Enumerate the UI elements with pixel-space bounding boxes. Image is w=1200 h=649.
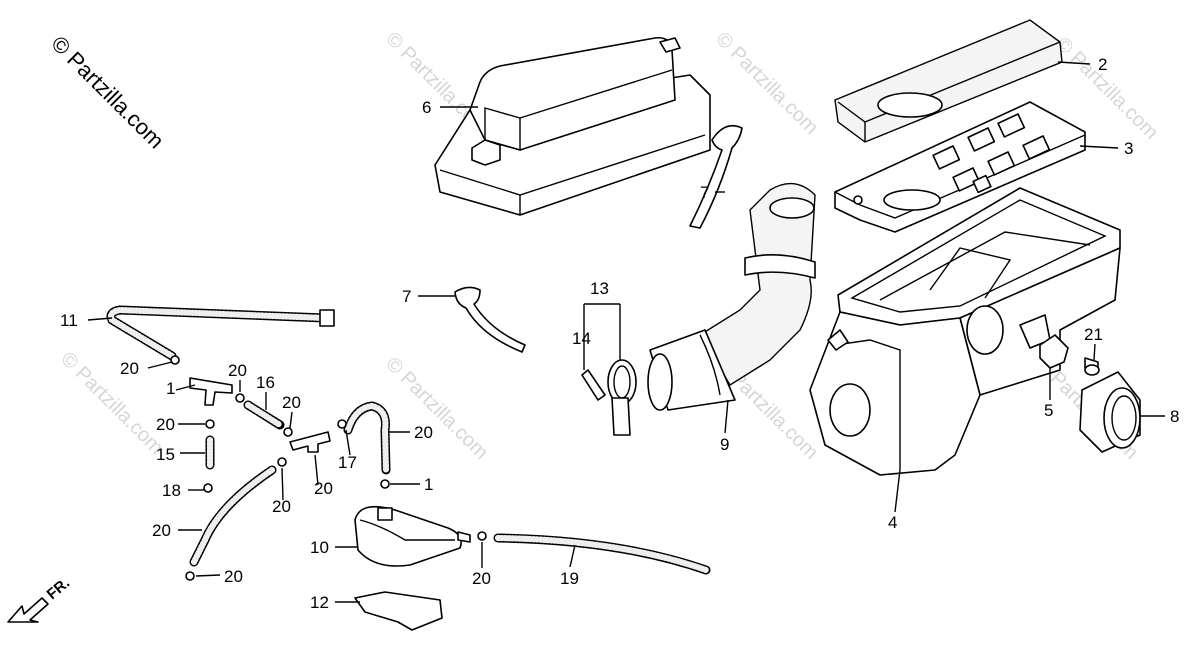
callout-4: 4 — [888, 513, 897, 532]
callout-12: 12 — [310, 593, 329, 612]
watermark: © Partzilla.com — [381, 353, 492, 464]
part-20-clips — [170, 355, 487, 581]
part-13-clamp — [607, 359, 637, 436]
part-7-band-upper — [689, 124, 743, 229]
direction-label: FR. — [44, 575, 73, 604]
callout-19: 19 — [560, 569, 579, 588]
part-7-band-lower — [454, 286, 526, 353]
part-1-three-way-joint-lower — [289, 431, 331, 453]
callout-1-upper: 1 — [166, 379, 175, 398]
front-direction-arrow: FR. — [7, 575, 73, 623]
callout-1-lower: 20 — [314, 479, 333, 498]
callout-9: 9 — [720, 435, 729, 454]
callout-20: 20 — [224, 567, 243, 586]
callout-2: 2 — [1098, 55, 1107, 74]
callout-16: 16 — [256, 373, 275, 392]
callout-5: 5 — [1044, 401, 1053, 420]
callout-20: 20 — [156, 415, 175, 434]
callout-20: 20 — [472, 569, 491, 588]
callout-20: 20 — [282, 393, 301, 412]
callout-20: 20 — [272, 497, 291, 516]
callout-8: 8 — [1170, 407, 1179, 426]
part-9-connecting-tube — [647, 182, 816, 411]
callout-17: 20 — [414, 423, 433, 442]
copyright-label: © Partzilla.com — [46, 31, 169, 154]
part-2-filter-element — [834, 19, 1063, 143]
callout-labels: 2 3 6 7 7 13 14 9 11 20 1 20 16 20 20 15… — [60, 55, 1179, 612]
part-18-tube — [189, 465, 277, 567]
part-11-tube — [106, 305, 335, 361]
callout-14: 14 — [572, 329, 591, 348]
part-21-screw — [1084, 357, 1100, 376]
part-3-gasket — [834, 101, 1086, 233]
callout-6: 6 — [422, 98, 431, 117]
callout-20: 20 — [228, 361, 247, 380]
part-14-bolt — [581, 369, 606, 401]
part-6-cover — [434, 36, 711, 216]
watermark: © Partzilla.com — [711, 28, 822, 139]
part-8-joint — [1079, 371, 1141, 453]
watermark: © Partzilla.com — [56, 348, 167, 459]
callout-3: 3 — [1124, 139, 1133, 158]
callout-18: 20 — [152, 521, 171, 540]
part-10-separator — [354, 505, 471, 567]
part-12-bracket — [354, 591, 443, 631]
callout-21: 21 — [1084, 325, 1103, 344]
callout-20: 1 — [424, 475, 433, 494]
callout-13: 13 — [590, 279, 609, 298]
callout-15: 15 — [156, 445, 175, 464]
callout-20: 17 — [338, 453, 357, 472]
callout-7-upper: 7 — [700, 183, 709, 202]
leader-lines — [87, 61, 1165, 603]
part-1-three-way-joint-upper — [189, 377, 233, 406]
part-17-tube — [343, 401, 391, 475]
callout-20: 18 — [162, 481, 181, 500]
callout-11: 11 — [60, 311, 78, 330]
part-19-tube — [493, 533, 711, 575]
callout-7-lower: 7 — [402, 287, 411, 306]
callout-10: 10 — [310, 538, 329, 557]
callout-20: 20 — [120, 359, 139, 378]
part-5-clip — [1039, 334, 1069, 369]
part-4-air-cleaner-case — [809, 187, 1121, 476]
part-16-tube — [243, 400, 285, 430]
